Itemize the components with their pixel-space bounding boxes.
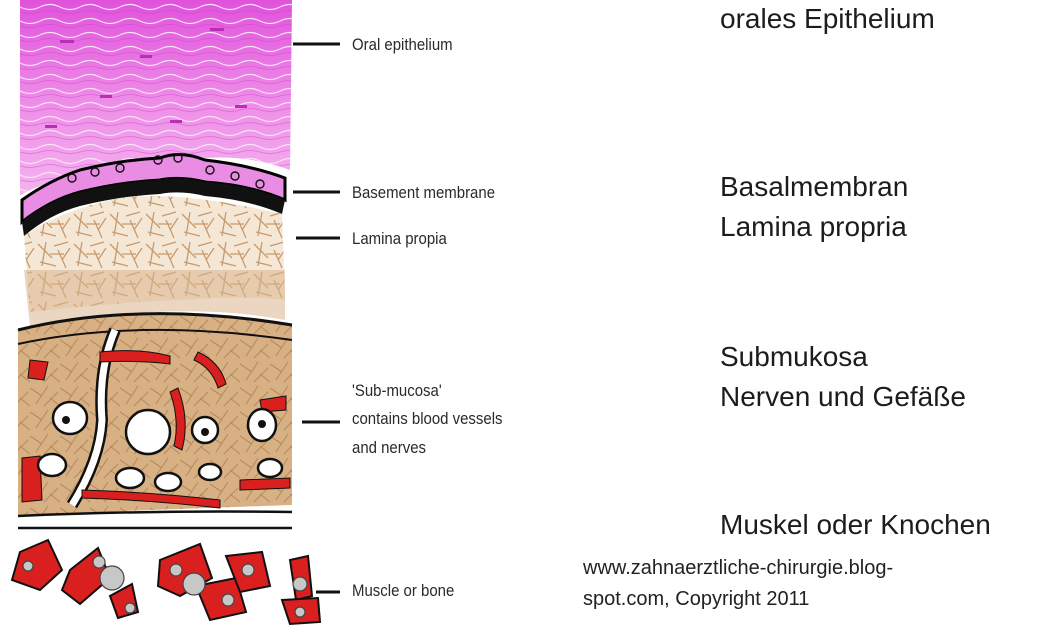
lamina-propria-layer (24, 196, 285, 326)
credit-line-2: spot.com, Copyright 2011 (583, 584, 1003, 615)
submucosa-layer (18, 314, 292, 528)
copyright-credit: www.zahnaerztliche-chirurgie.blog- spot.… (583, 553, 1003, 615)
label-lamina-propria: Lamina propria (720, 210, 907, 244)
muscle-bone-layer (12, 540, 320, 624)
label-submucosa-line2: contains blood vessels (352, 408, 503, 430)
label-submucosa-line3: and nerves (352, 437, 426, 459)
label-muscle-or-bone: Muscle or bone (352, 580, 454, 602)
credit-line-1: www.zahnaerztliche-chirurgie.blog- (583, 553, 1003, 584)
leader-lines (293, 44, 340, 592)
label-oral-epithelium: Oral epithelium (352, 34, 453, 56)
label-orales-epithelium: orales Epithelium (720, 2, 935, 36)
label-lamina-propia: Lamina propia (352, 228, 447, 250)
label-basalmembran: Basalmembran (720, 170, 908, 204)
label-nerven-und-gefaesse: Nerven und Gefäße (720, 380, 966, 414)
label-submukosa: Submukosa (720, 340, 868, 374)
label-submucosa-line1: 'Sub-mucosa' (352, 380, 442, 402)
label-basement-membrane: Basement membrane (352, 182, 495, 204)
label-muskel-oder-knochen: Muskel oder Knochen (720, 508, 991, 542)
